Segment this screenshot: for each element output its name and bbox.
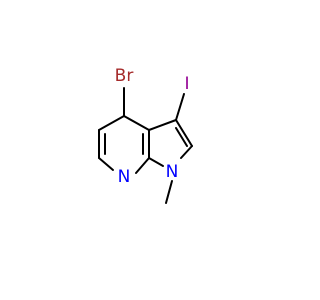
atom-bromine: Br	[115, 66, 134, 86]
structure-diagram: Br I N N	[98, 66, 193, 204]
bond-c6-n7	[98, 157, 114, 171]
atom-nitrogen-pyridine: N	[118, 167, 131, 187]
atom-nitrogen-pyrrole: N	[166, 162, 179, 182]
bond-c3-i	[175, 93, 185, 121]
atom-iodine: I	[184, 74, 189, 94]
bond-n1-methyl	[165, 180, 173, 204]
bond-c4-c5	[98, 115, 125, 131]
bond-c3-c2	[175, 119, 193, 147]
bond-n1-c7a	[148, 157, 164, 167]
bond-c2-n1	[180, 145, 193, 159]
bond-c3a-c3	[148, 119, 177, 131]
bond-c3a-c4	[123, 115, 150, 131]
molecule-canvas: Br I N N	[98, 66, 193, 204]
bond-n7-c7a	[135, 157, 150, 174]
bond-c3-c2-inner	[175, 127, 188, 147]
